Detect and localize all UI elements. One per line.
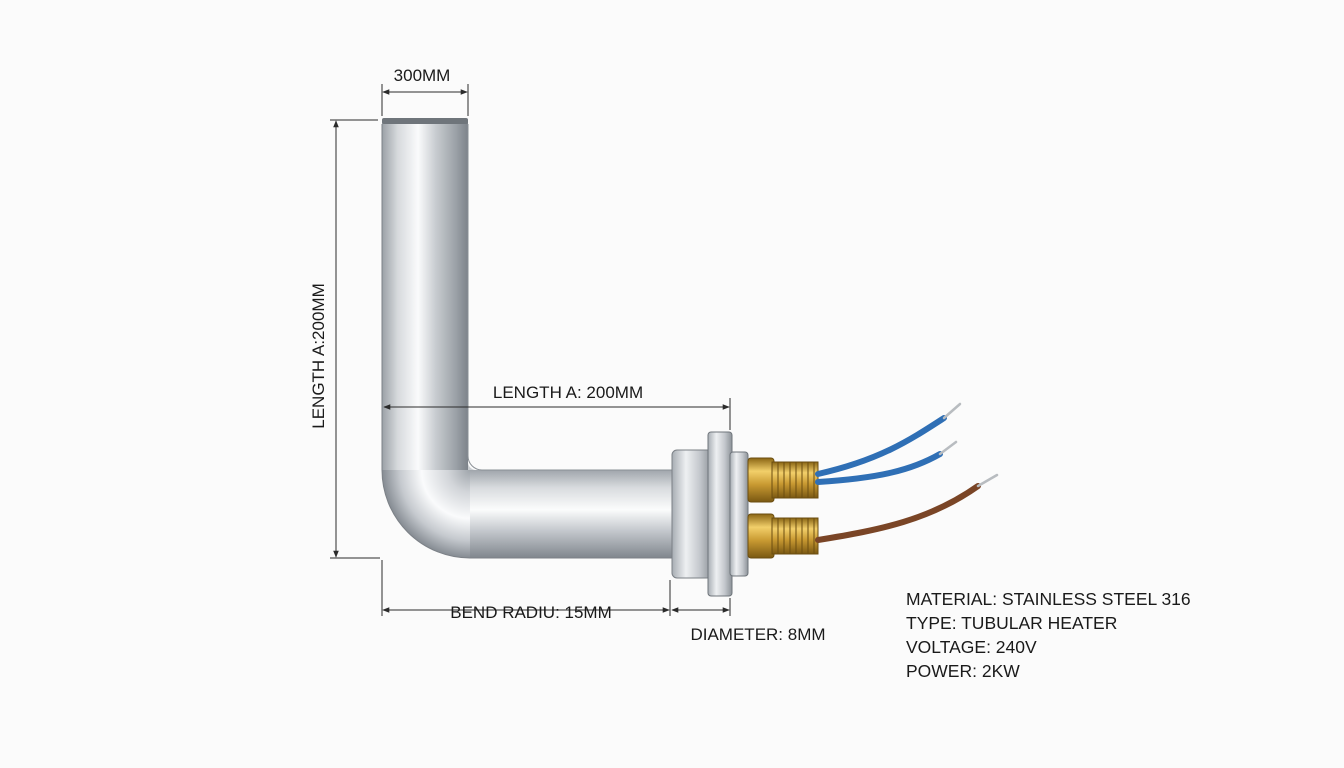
wire-blue-lower [815,451,943,485]
spec-power: POWER: 2KW [906,661,1020,681]
top-width-label: 300MM [394,66,451,85]
lead-wires [815,402,999,543]
flange-body [671,449,713,579]
horizontal-leg [470,470,678,558]
dimension-lines [330,84,731,616]
diameter-label: DIAMETER: 8MM [690,625,825,644]
wire-blue-upper [815,415,947,477]
flange-plate [707,431,733,597]
bend-radius-label: BEND RADIU: 15MM [450,603,612,622]
vertical-leg [382,120,468,472]
terminal-head [671,431,819,597]
tube-bend [382,470,470,558]
wire-brown [815,483,981,543]
flange-collar [729,451,749,577]
terminal-upper [747,457,819,503]
spec-voltage: VOLTAGE: 240V [906,637,1037,657]
terminal-lower [747,513,819,559]
spec-type: TYPE: TUBULAR HEATER [906,613,1118,633]
spec-block: MATERIAL: STAINLESS STEEL 316 TYPE: TUBU… [906,587,1191,683]
vertical-length-label: LENGTH A:200MM [309,283,328,429]
heater-tube [381,118,680,559]
horizontal-length-label: LENGTH A: 200MM [493,383,643,402]
tube-bend-inner [468,462,476,470]
spec-material: MATERIAL: STAINLESS STEEL 316 [906,589,1191,609]
tube-top-cap [382,118,468,124]
